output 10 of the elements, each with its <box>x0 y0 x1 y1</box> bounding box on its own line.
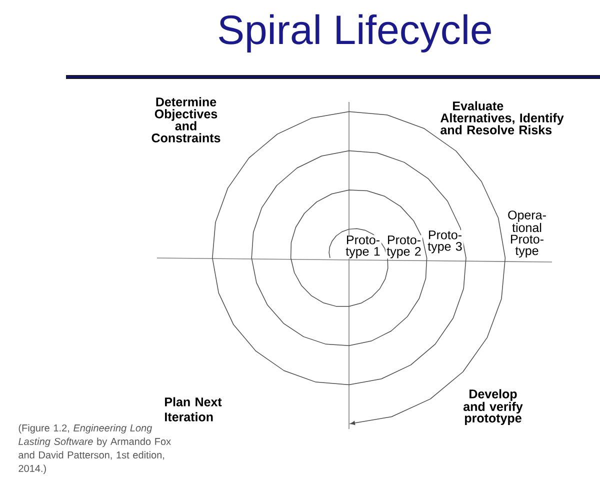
figure-caption: (Figure 1.2, Engineering Long Lasting Software by Armando Fox and David Patterson, 1st edition, 2014.) <box>18 424 171 474</box>
prototype-label: Opera- tional Proto- type <box>506 210 548 258</box>
prototype-label: Proto- type 2 <box>386 235 422 259</box>
slide-title: Spiral Lifecycle <box>219 14 491 52</box>
quadrant-label: Plan Next Iteration <box>165 397 222 422</box>
quadrant-label: Determine Objectives and Constraints <box>152 97 220 142</box>
prototype-label: Proto- type 3 <box>426 230 464 254</box>
quadrant-label: Evaluate Alternatives, Identify and Resolve Risks <box>440 101 564 134</box>
prototype-label: Proto- type 1 <box>344 235 382 259</box>
quadrant-label: Develop and verify prototype <box>464 389 523 425</box>
